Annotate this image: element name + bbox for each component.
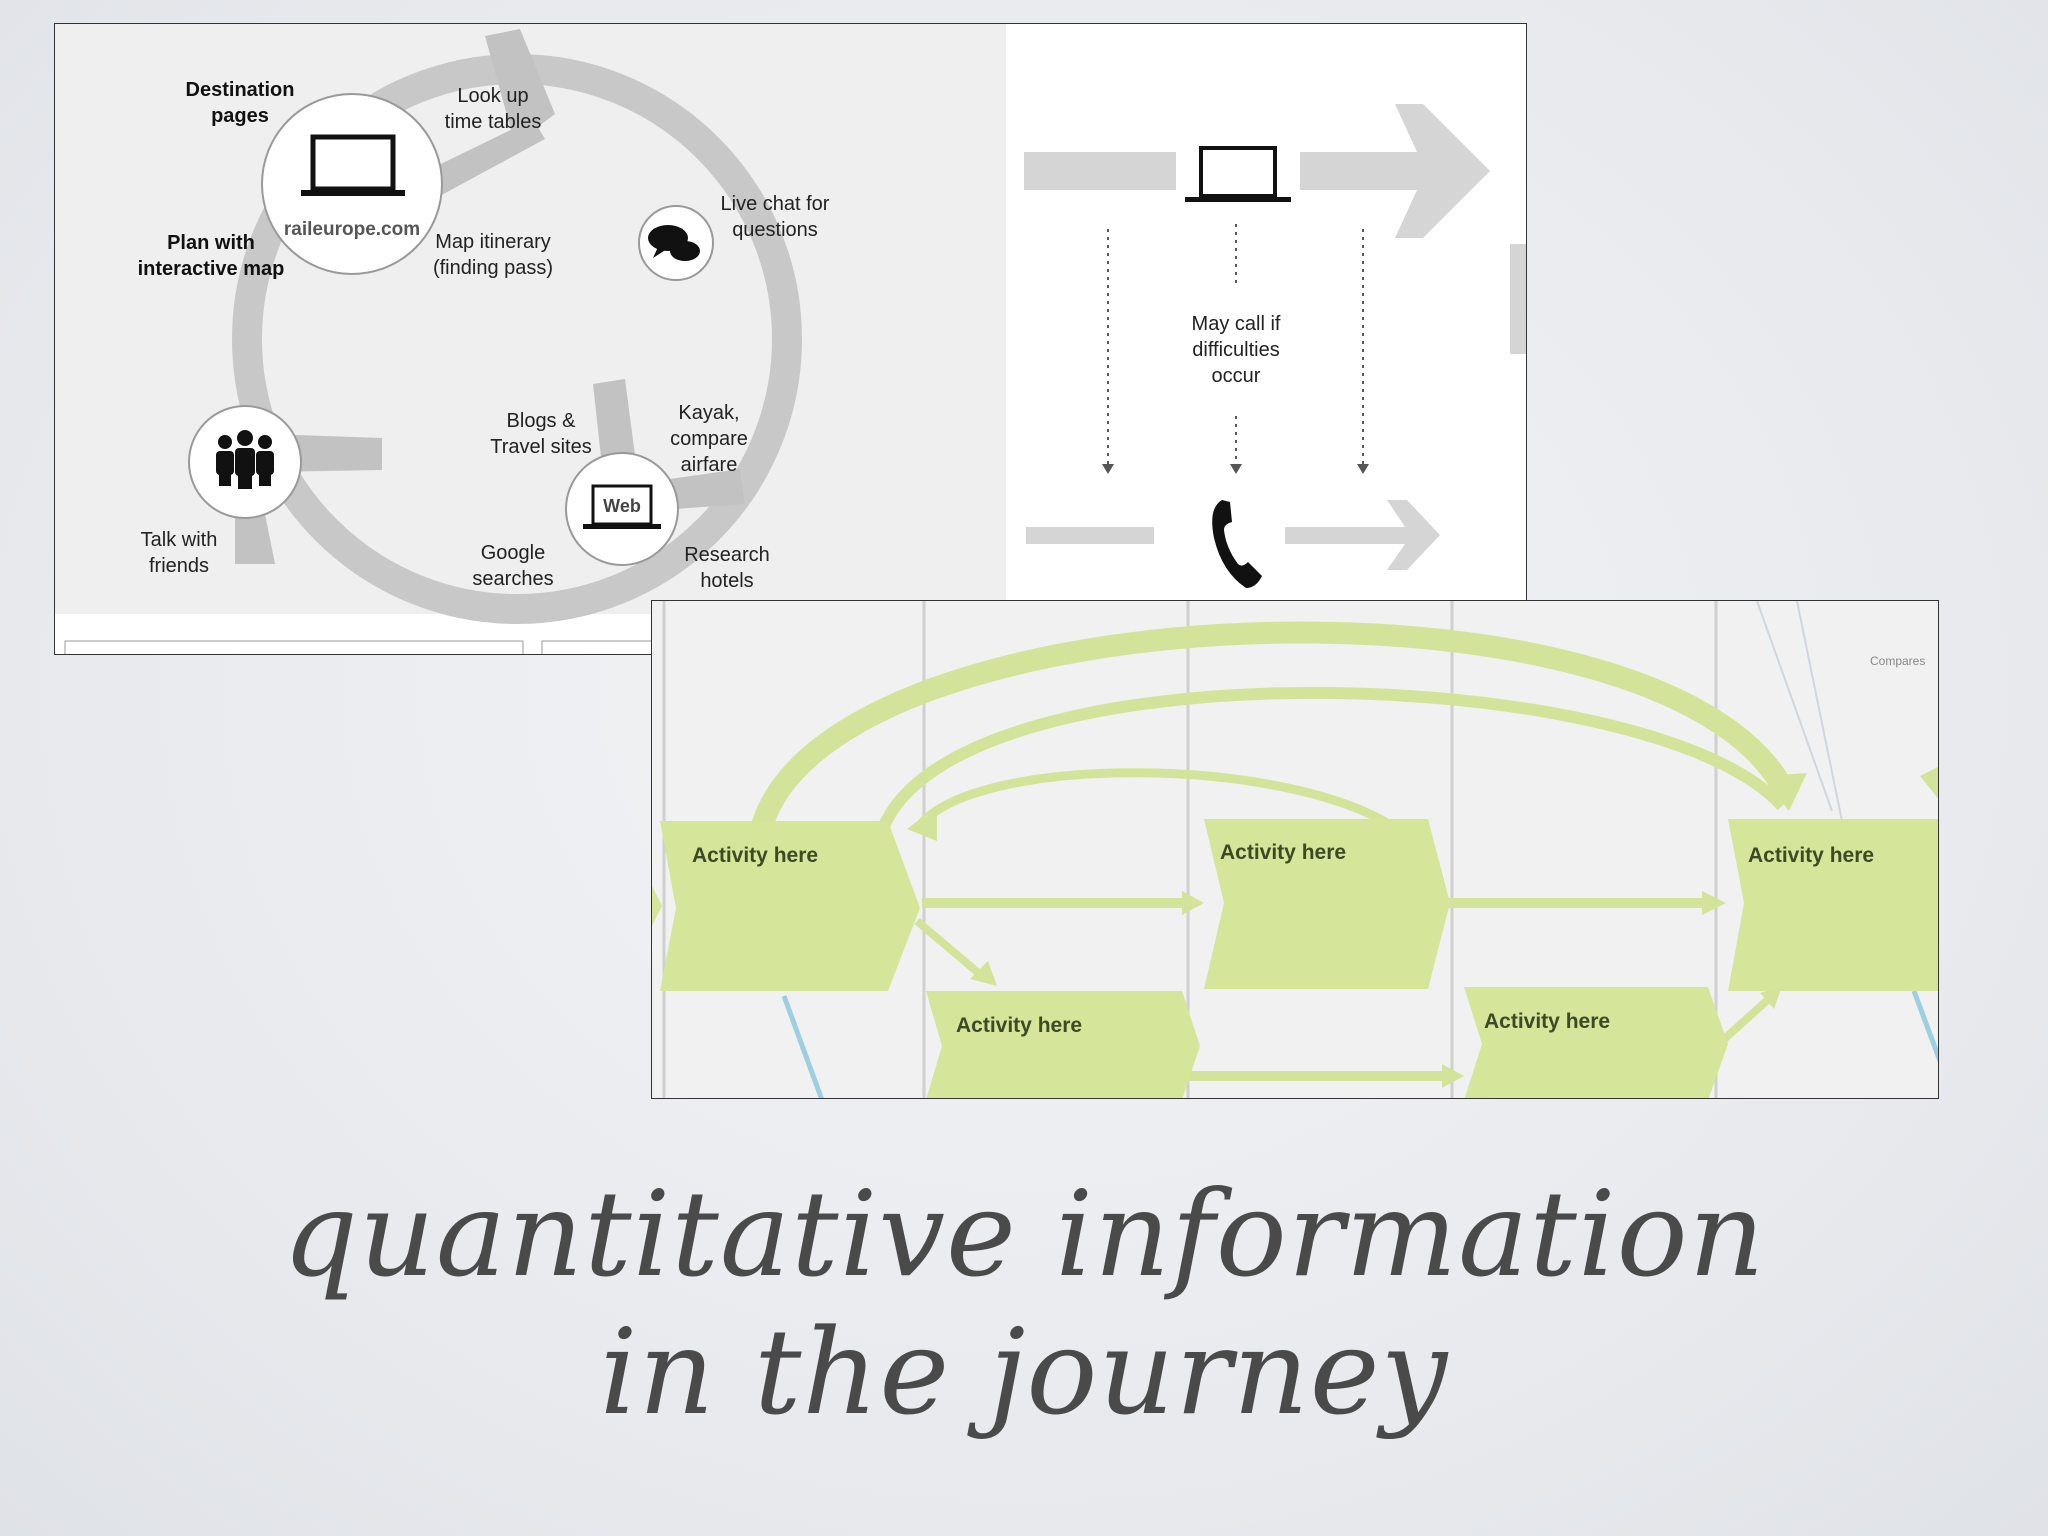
- web-badge: Web: [603, 496, 641, 516]
- activity-map: Activity here Activity here Activity her…: [652, 601, 1938, 1098]
- headline-line-2: in the journey: [599, 1303, 1449, 1441]
- activity-shape-1: [660, 821, 920, 991]
- arrowhead-right: [1357, 464, 1369, 474]
- arc-long-outer: [751, 621, 1792, 830]
- blue-connector-left: [781, 995, 824, 1098]
- blue-connector-right: [1911, 990, 1938, 1062]
- label-blogs-travel: Blogs &Travel sites: [490, 410, 592, 458]
- activity-shape-2: [1204, 819, 1450, 989]
- channel-bar-left: [1024, 152, 1176, 190]
- arrow-diag-down: [914, 917, 985, 980]
- activity-label-4: Activity here: [956, 1014, 1082, 1037]
- arrowhead-arc-outer: [1762, 773, 1807, 811]
- label-map-itinerary: Map itinerary(finding pass): [433, 231, 553, 279]
- activity-label-1: Activity here: [692, 844, 818, 867]
- arrowhead-diag-up: [1760, 986, 1782, 1009]
- corner-label: Compares: [1870, 654, 1925, 668]
- activity-shape-3: [1728, 819, 1938, 991]
- arrowhead-right-edge: [1920, 767, 1938, 799]
- background-diagonals: [1756, 601, 1843, 822]
- arrowhead-center: [1230, 464, 1242, 474]
- slide-headline: quantitative information in the journey: [0, 1165, 2048, 1441]
- channel-edge-shape: [1510, 244, 1526, 354]
- arrowhead-arc-short: [907, 806, 937, 841]
- activity-label-5: Activity here: [1484, 1010, 1610, 1033]
- spoke-top-inner: [410, 119, 545, 204]
- arc-long-inner: [876, 686, 1787, 834]
- arrowhead-row1-b: [1702, 891, 1726, 915]
- arrow-diag-up: [1719, 993, 1775, 1044]
- channel-laptop-icon: [1185, 146, 1291, 202]
- channel-bar-bottom-left: [1026, 527, 1154, 544]
- channel-arrow-top: [1300, 104, 1490, 238]
- channel-arrow-bottom: [1285, 500, 1440, 570]
- chat-bubbles-icon: [648, 225, 700, 261]
- web-laptop-icon: [583, 484, 661, 529]
- arrowhead-diag-down: [970, 961, 997, 986]
- activity-label-3: Activity here: [1748, 844, 1874, 867]
- phone-icon: [1212, 500, 1262, 588]
- arrowhead-row1-a: [1182, 891, 1204, 915]
- group-people-icon: [216, 430, 274, 489]
- spoke-lower-left: [235, 514, 275, 564]
- spoke-top: [485, 29, 555, 144]
- bottom-tab-left: [64, 640, 524, 654]
- arc-short: [918, 768, 1390, 827]
- arrowhead-left: [1102, 464, 1114, 474]
- activity-edge-left: [652, 886, 662, 926]
- activity-label-2: Activity here: [1220, 841, 1346, 864]
- activity-shape-5: [1464, 987, 1728, 1098]
- activity-shape-4: [926, 991, 1200, 1098]
- headline-line-1: quantitative information: [282, 1165, 1766, 1303]
- activity-map-panel: Activity here Activity here Activity her…: [651, 600, 1939, 1099]
- arrowhead-row2: [1442, 1064, 1464, 1088]
- hub-label: raileurope.com: [284, 219, 420, 240]
- spoke-bottom-right-2: [670, 469, 745, 509]
- laptop-icon: [301, 134, 405, 196]
